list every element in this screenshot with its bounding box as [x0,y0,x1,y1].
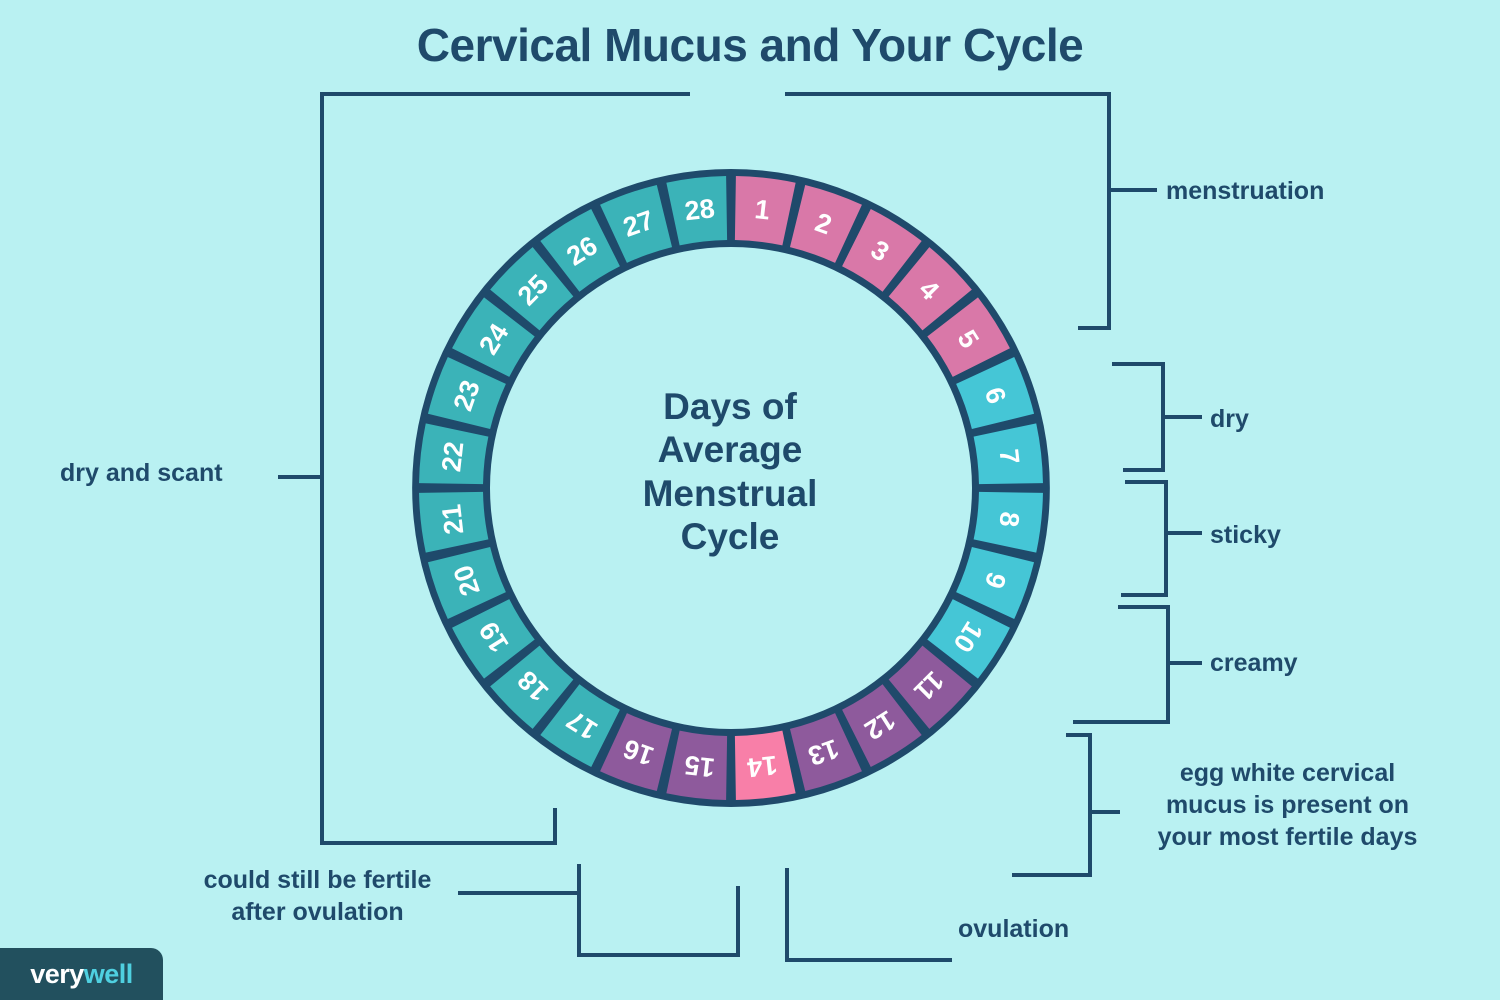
bracket-dry-and-scant [320,92,690,845]
connector-lines [278,92,1202,962]
annotation-creamy-label: creamy [1210,649,1298,677]
center-heading-line-4: Cycle [680,515,780,557]
annotation-could-still-be-fertile: could still be fertile after ovulation [155,864,480,928]
cycle-day-segment-10[interactable] [927,599,1010,679]
annotation-creamy: creamy [1210,647,1298,679]
annotation-egg-white: egg white cervical mucus is present on y… [1115,757,1460,853]
cycle-day-segment-16[interactable] [600,713,673,792]
annotation-egg-white-line-3: your most fertile days [1157,823,1418,851]
cycle-day-segment-12[interactable] [842,684,922,767]
cycle-day-segment-14[interactable] [734,730,796,800]
cycle-day-segment-20[interactable] [427,546,506,619]
cycle-day-segment-4[interactable] [888,247,972,331]
annotation-could-still-be-fertile-line-1: could still be fertile [203,866,432,894]
annotation-sticky: sticky [1210,519,1281,551]
annotation-dry-label: dry [1210,405,1249,433]
cycle-day-number-21: 21 [436,503,469,536]
cycle-day-segment-8[interactable] [973,491,1043,553]
cycle-day-number-8: 8 [993,510,1024,528]
cycle-day-segment-11[interactable] [888,645,972,729]
cycle-day-number-22: 22 [436,440,469,473]
logo-text-very: very [30,958,84,989]
cycle-day-number-28: 28 [683,193,716,226]
cycle-day-segment-15[interactable] [666,730,728,800]
cycle-day-segment-28[interactable] [666,176,728,246]
cycle-day-number-15: 15 [683,750,716,783]
wheel-center-heading: Days of Average Menstrual Cycle [565,385,895,558]
cycle-day-segment-9[interactable] [956,546,1035,619]
cycle-day-segment-7[interactable] [973,423,1043,485]
cycle-day-segment-6[interactable] [956,357,1035,430]
cycle-day-segment-5[interactable] [927,297,1010,377]
annotation-ovulation: ovulation [958,913,1069,945]
bracket-sticky [1121,480,1168,597]
cycle-day-segment-1[interactable] [734,176,796,246]
bracket-egg-white [1012,733,1092,877]
cycle-day-segment-26[interactable] [540,209,620,292]
center-heading-line-1: Days of [663,386,797,427]
annotation-dry-and-scant-label: dry and scant [60,459,223,487]
bracket-creamy [1073,605,1170,724]
bracket-could-still-be-fertile [577,864,740,957]
cycle-day-segment-23[interactable] [427,357,506,430]
annotation-egg-white-line-2: mucus is present on [1165,791,1410,819]
cycle-day-segment-3[interactable] [842,209,922,292]
cycle-day-segment-2[interactable] [789,184,862,263]
annotation-egg-white-line-1: egg white cervical [1179,759,1396,787]
annotation-dry-and-scant: dry and scant [60,457,223,489]
cycle-day-segment-13[interactable] [789,713,862,792]
annotation-could-still-be-fertile-line-2: after ovulation [231,898,404,926]
center-heading-line-2: Average [657,429,803,471]
annotation-ovulation-label: ovulation [958,915,1070,943]
page-title: Cervical Mucus and Your Cycle [416,19,1084,71]
bracket-menstruation [785,92,1111,330]
cycle-day-segment-19[interactable] [452,599,535,679]
cycle-day-segment-17[interactable] [540,684,620,767]
logo-text-well: well [83,958,134,989]
annotation-menstruation: menstruation [1166,175,1324,207]
cycle-day-segment-24[interactable] [452,297,535,377]
cycle-day-segment-22[interactable] [419,423,489,485]
cycle-day-segment-18[interactable] [490,645,574,729]
center-heading-line-3: Menstrual [642,472,818,514]
cycle-day-number-14: 14 [746,750,779,783]
cycle-day-number-7: 7 [993,448,1024,466]
cycle-day-segment-25[interactable] [490,247,574,331]
cycle-day-segment-27[interactable] [600,184,673,263]
bracket-dry [1112,362,1165,472]
annotation-dry: dry [1210,403,1249,435]
annotation-menstruation-label: menstruation [1166,177,1325,205]
cycle-day-number-1: 1 [753,194,771,225]
annotation-sticky-label: sticky [1210,521,1281,549]
cycle-day-segment-21[interactable] [419,491,489,553]
connector-ovulation [785,868,952,962]
